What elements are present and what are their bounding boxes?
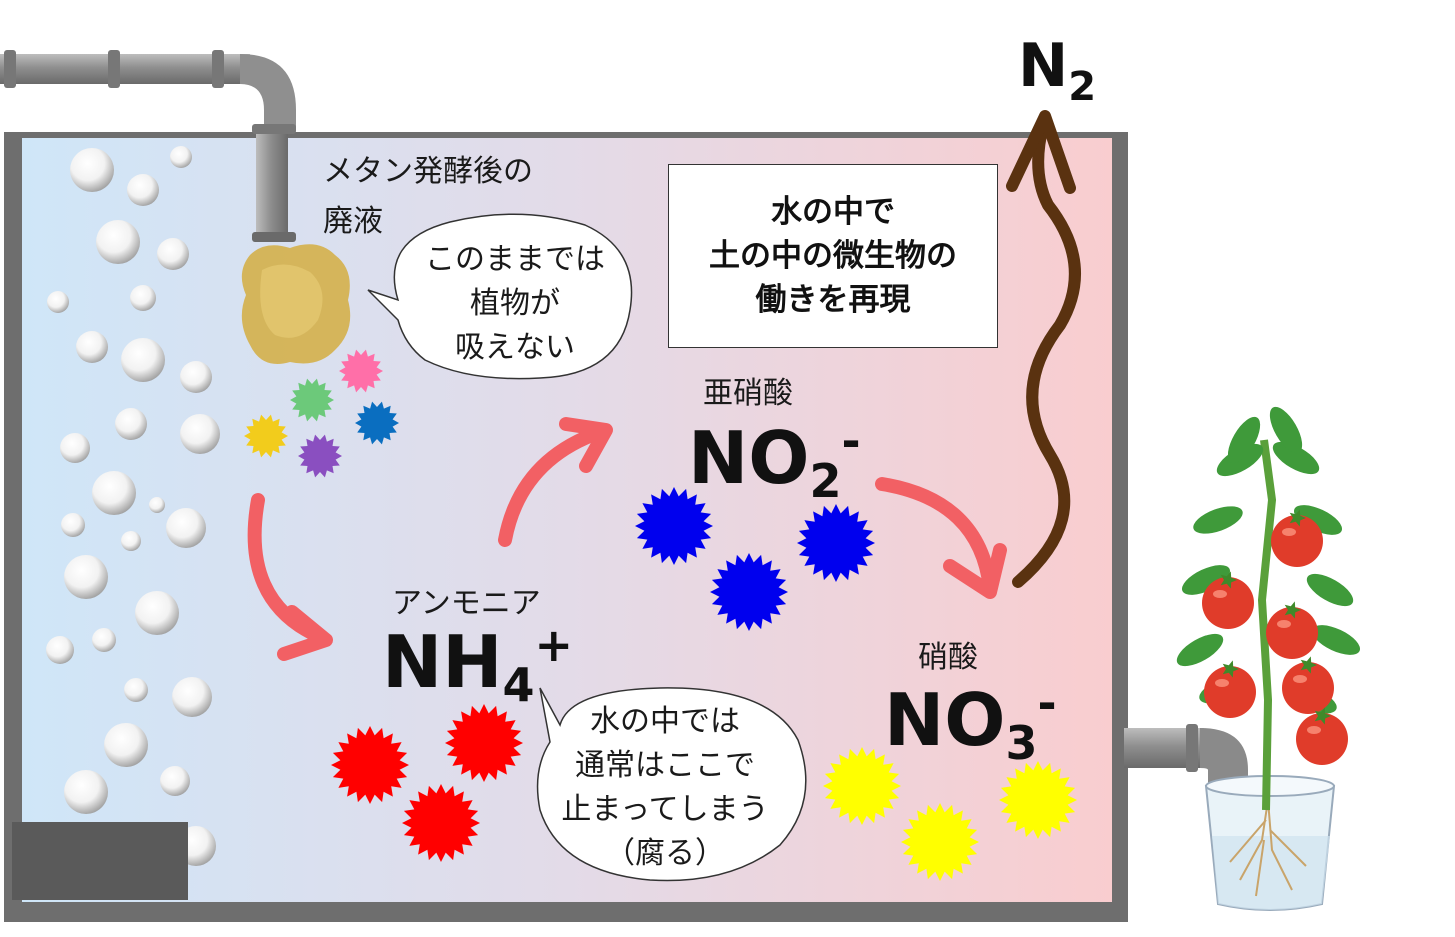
waste-label: メタン発酵後の 廃液 <box>323 154 533 239</box>
plant-leaf <box>1311 625 1361 655</box>
tomato <box>1204 666 1256 718</box>
air-bubble <box>46 636 74 664</box>
reaction-arrows <box>247 417 1007 661</box>
tomato-highlight <box>1293 675 1307 683</box>
ammonia-formula: NH4+ <box>382 618 574 712</box>
waste-sludge <box>241 244 351 364</box>
tomato-calyx <box>1222 660 1239 678</box>
tomato-plant <box>1176 406 1361 911</box>
plant-leaf <box>1176 633 1224 667</box>
air-bubble <box>135 591 179 635</box>
air-bubble <box>172 677 212 717</box>
nitrite-label: 亜硝酸 <box>703 376 793 411</box>
air-bubble <box>64 770 108 814</box>
air-bubble <box>76 331 108 363</box>
n2-formula: N2 <box>1018 31 1097 110</box>
microbe <box>244 414 288 458</box>
nitrate-particle <box>823 747 901 825</box>
tomato-calyx <box>1300 656 1317 674</box>
ammonia-particles <box>331 704 523 862</box>
tomato-calyx <box>1289 509 1306 527</box>
tomato <box>1202 577 1254 629</box>
callout-text-top: このままでは 植物が 吸えない <box>425 242 605 365</box>
callout-bubble-top <box>367 213 633 380</box>
nitrite-particle <box>710 553 788 631</box>
air-bubble <box>61 513 85 537</box>
tomato-highlight <box>1307 726 1321 734</box>
air-bubble <box>166 508 206 548</box>
air-bubble <box>121 338 165 382</box>
air-bubble <box>180 414 220 454</box>
ammonia-particle <box>445 704 523 782</box>
aerator-pump <box>12 822 188 900</box>
air-bubble <box>92 628 116 652</box>
plant-leaf <box>1193 506 1243 534</box>
air-bubble <box>64 555 108 599</box>
tomato <box>1296 713 1348 765</box>
tomato <box>1271 515 1323 567</box>
arrow-nitrite-to-nitrate <box>875 477 997 595</box>
tomato <box>1282 662 1334 714</box>
microbe <box>290 378 334 422</box>
air-bubble <box>96 220 140 264</box>
microbe <box>355 401 399 445</box>
ammonia-particle <box>402 784 480 862</box>
plant-leaf <box>1306 573 1354 607</box>
inlet-pipe <box>0 50 296 242</box>
callout-bubble-bottom <box>536 687 807 882</box>
air-bubble <box>180 361 212 393</box>
air-bubble <box>121 531 141 551</box>
plant-leaf <box>1272 441 1320 475</box>
nitrite-particle <box>797 504 875 582</box>
air-bubble <box>130 285 156 311</box>
air-bubble <box>70 148 114 192</box>
air-bubble <box>47 291 69 313</box>
tomato <box>1266 607 1318 659</box>
air-bubble <box>157 238 189 270</box>
nitrite-formula: NO2- <box>688 414 861 508</box>
nitrate-formula: NO3- <box>884 676 1057 770</box>
air-bubble <box>115 408 147 440</box>
microbe <box>298 434 342 478</box>
microbe <box>339 349 383 393</box>
air-bubble <box>160 766 190 796</box>
air-bubble <box>124 678 148 702</box>
air-bubble <box>92 471 136 515</box>
microbes <box>244 349 399 478</box>
plant-leaf <box>1293 505 1343 535</box>
air-bubble <box>149 497 165 513</box>
nitrite-particle <box>635 487 713 565</box>
air-bubble <box>170 146 192 168</box>
air-bubble <box>104 723 148 767</box>
air-bubble <box>127 174 159 206</box>
tomato-highlight <box>1215 679 1229 687</box>
nitrate-particles <box>823 747 1077 881</box>
tomato-calyx <box>1314 707 1331 725</box>
nitrate-particle <box>901 803 979 881</box>
arrow-ammonia-to-nitrite <box>498 425 607 547</box>
tomato-calyx <box>1284 601 1301 619</box>
air-bubbles <box>46 146 220 866</box>
n2-release-arrow <box>1006 110 1081 588</box>
callout-text-bottom: 水の中では 通常はここで 止まってしまう （腐る） <box>561 704 769 871</box>
ammonia-particle <box>331 726 409 804</box>
ammonia-label: アンモニア <box>392 586 541 621</box>
tomato-highlight <box>1213 590 1227 598</box>
plant-leaf <box>1181 565 1231 595</box>
outlet-pipe <box>1124 724 1248 790</box>
plant-leaf <box>1269 406 1303 454</box>
plant-leaf <box>1227 416 1261 464</box>
nitrate-label: 硝酸 <box>918 640 978 675</box>
tomato-calyx <box>1220 571 1237 589</box>
nitrate-particle <box>999 761 1077 839</box>
tomato-highlight <box>1282 528 1296 536</box>
air-bubble <box>60 433 90 463</box>
nitrite-particles <box>635 487 875 631</box>
info-box: 水の中で 土の中の微生物の 働きを再現 <box>668 164 998 348</box>
tomato-highlight <box>1277 620 1291 628</box>
